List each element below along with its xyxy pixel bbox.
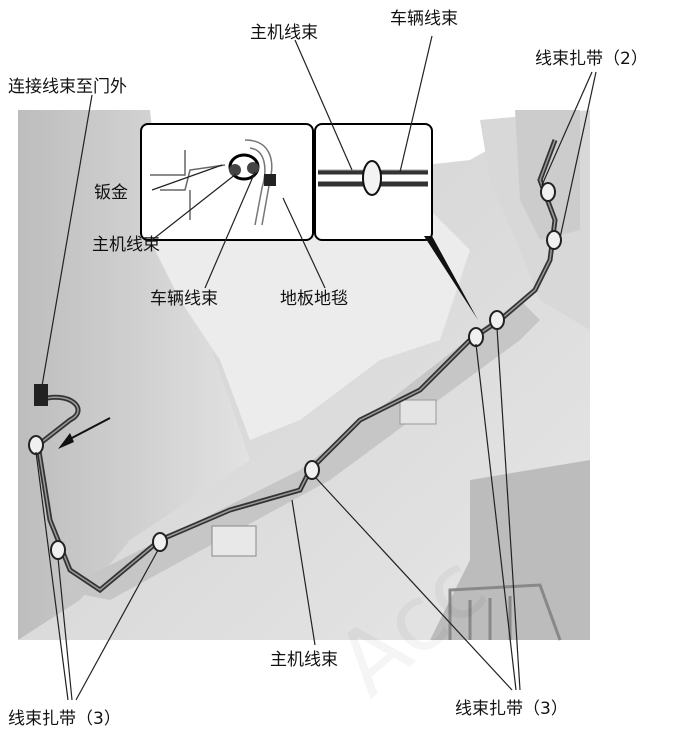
leader-main-inset — [151, 173, 237, 241]
floor-bracket — [211, 525, 257, 557]
leader-tie3-left-b — [57, 557, 73, 701]
label-floor-carpet: 地板地毯 — [280, 289, 348, 309]
label-vehicle-harness-top: 车辆线束 — [390, 9, 458, 29]
tie-left-1 — [28, 435, 44, 455]
rear-step — [430, 460, 590, 640]
leader-connect-outside — [41, 94, 93, 387]
label-harness-tie-3-left: 线束扎带（3） — [8, 709, 121, 729]
tie-left-2 — [50, 540, 66, 560]
leader-main-bottom — [291, 499, 316, 646]
label-vehicle-harness-inset: 车辆线束 — [150, 289, 218, 309]
label-harness-tie-3-right: 线束扎带（3） — [455, 699, 568, 719]
label-main-harness-top: 主机线束 — [250, 23, 318, 43]
tie-upper-1 — [540, 182, 556, 202]
label-main-harness-inset: 主机线束 — [92, 235, 160, 255]
inset-pointer — [424, 236, 478, 320]
inset-vehicle-wire — [247, 162, 259, 174]
vent-slots — [448, 583, 562, 641]
tie-right-1 — [468, 327, 484, 347]
inset-sheet-metal-lines — [150, 150, 226, 220]
floor-bracket-2 — [399, 399, 437, 425]
tie-mid-left — [152, 532, 168, 552]
leader-tie2-a — [541, 71, 593, 186]
leader-tie3-right-c — [496, 327, 521, 691]
tie-mid — [304, 460, 320, 480]
door-connector — [34, 384, 48, 406]
door-opening — [150, 200, 470, 440]
leader-sheet-metal — [151, 164, 223, 191]
leader-tie3-right-b — [475, 343, 517, 691]
inset-clip-tab — [264, 174, 276, 186]
leader-tie3-left-a — [35, 451, 69, 701]
label-layer: 主机线束 车辆线束 线束扎带（2） 连接线束至门外 钣金 主机线束 车辆线束 地… — [8, 9, 648, 729]
leader-carpet — [282, 197, 326, 289]
direction-arrow-icon — [58, 433, 74, 449]
tie-upper-2 — [546, 230, 562, 250]
label-sheet-metal: 钣金 — [94, 183, 128, 203]
leader-lines — [35, 35, 597, 701]
harness-path — [28, 139, 562, 594]
vehicle-floor-illustration — [18, 110, 590, 641]
right-pillar-connectors — [515, 110, 580, 240]
label-main-harness-bottom: 主机线束 — [270, 650, 338, 670]
leader-tie2-b — [559, 71, 597, 239]
leader-vehicle-top — [399, 35, 433, 173]
inset-left-box — [140, 123, 314, 241]
label-harness-tie-2: 线束扎带（2） — [535, 49, 648, 69]
inset-cross-section — [140, 123, 314, 241]
inset-main-wire — [229, 164, 241, 176]
direction-arrow-shaft — [67, 417, 111, 441]
floor-channel — [60, 300, 540, 600]
tie-right-2 — [489, 310, 505, 330]
inset-tie-band — [362, 160, 382, 196]
leader-vehicle-inset — [204, 171, 256, 289]
leader-tie3-right-a — [315, 477, 513, 691]
label-connect-outside: 连接线束至门外 — [8, 77, 127, 97]
leader-main-top — [294, 39, 353, 171]
leader-tie3-left-c — [75, 549, 159, 701]
